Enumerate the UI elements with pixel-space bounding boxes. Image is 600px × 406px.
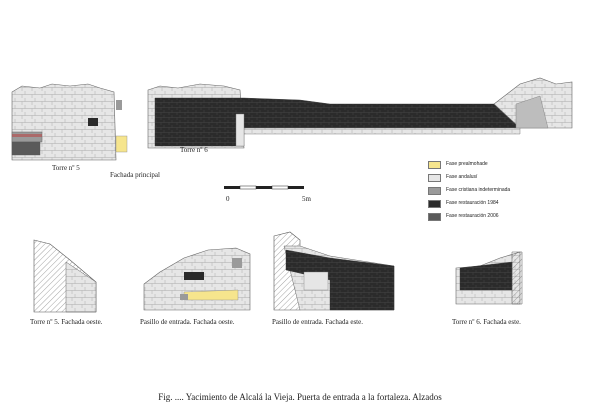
torre-6-elevation <box>147 77 573 149</box>
legend-swatch-restauracion-1984 <box>428 200 441 208</box>
legend-swatch-prealmohade <box>428 161 441 169</box>
torre-6-east-elevation <box>455 251 523 305</box>
sub-elevation-label-pasillo-oeste: Pasillo de entrada. Fachada oeste. <box>140 318 235 326</box>
torre-5-elevation <box>11 83 128 161</box>
legend-label-restauracion-2006: Fase restauración 2006 <box>446 213 499 219</box>
legend-label-cristiana: Fase cristiana indeterminada <box>446 187 511 193</box>
prealmohade-patch <box>115 135 128 153</box>
fachada-principal-label: Fachada principal <box>110 171 160 179</box>
torre-5-label: Torre nº 5 <box>52 164 80 172</box>
passage-west-elevation <box>143 247 251 311</box>
legend-label-prealmohade: Fase prealmohade <box>446 161 488 167</box>
sub-elevation-label-torre5-oeste: Torre nº 5. Fachada oeste. <box>30 318 103 326</box>
sub-elevation-label-torre6-este: Torre nº 6. Fachada este. <box>452 318 521 326</box>
sub-elevation-label-pasillo-este: Pasillo de entrada. Fachada este. <box>272 318 363 326</box>
figure-caption: Fig. .... Yacimiento de Alcalá la Vieja.… <box>158 392 442 402</box>
torre-5-west-elevation <box>33 239 97 313</box>
passage-east-elevation <box>273 231 395 311</box>
torre-6-label: Torre nº 6 <box>180 146 208 154</box>
legend-label-andalusi: Fase andalusí <box>446 174 478 180</box>
legend-swatch-andalusi <box>428 174 441 182</box>
legend-swatch-cristiana <box>428 187 441 195</box>
scale-bar <box>224 185 304 190</box>
legend-label-restauracion-1984: Fase restauración 1984 <box>446 200 499 206</box>
legend-swatch-restauracion-2006 <box>428 213 441 221</box>
scale-start-label: 0 <box>226 195 230 203</box>
scale-end-label: 5m <box>302 195 311 203</box>
